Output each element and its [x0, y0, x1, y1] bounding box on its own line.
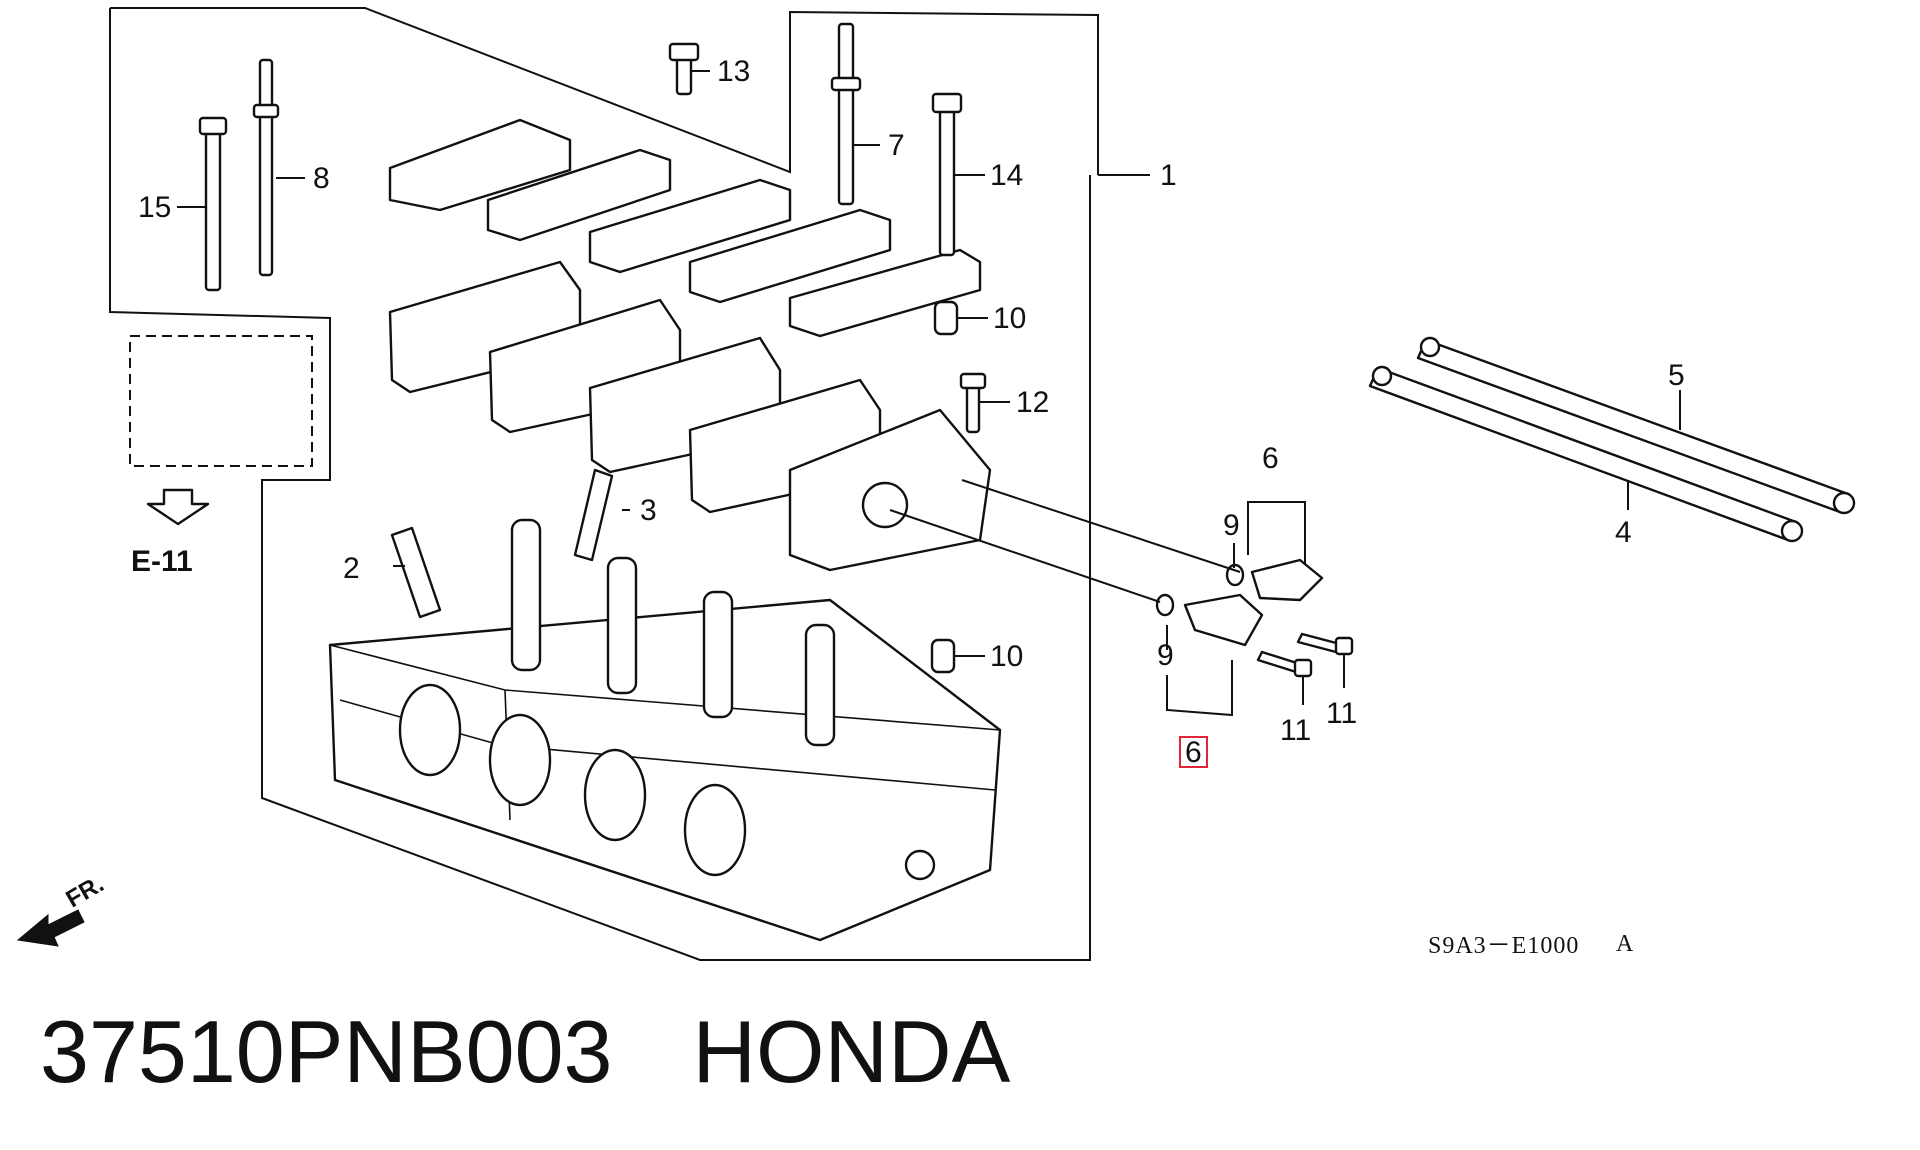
callout-3: 3	[640, 494, 657, 527]
callout-2: 2	[343, 552, 360, 585]
callout-1: 1	[1160, 159, 1177, 192]
bolt-11-left	[1256, 650, 1313, 678]
callout-5: 5	[1668, 359, 1685, 392]
figure-revision: A	[1616, 931, 1634, 957]
callout-9-top: 9	[1223, 509, 1240, 542]
leader-lines	[177, 70, 1681, 705]
rocker-shaft-4	[1368, 365, 1804, 543]
view-reference-arrow	[146, 488, 210, 526]
callout-11-right: 11	[1326, 697, 1357, 730]
assembly-frame	[109, 7, 1150, 961]
dowel-tube-2	[390, 526, 442, 619]
part-number: 37510PNB003	[40, 1002, 613, 1101]
callout-12: 12	[1016, 386, 1049, 419]
stud-7	[830, 22, 862, 206]
callout-7: 7	[888, 129, 905, 162]
front-direction-label: FR.	[62, 870, 109, 913]
dowel-pin-10-bottom	[930, 638, 956, 674]
highlight-box	[1179, 736, 1208, 768]
figure-code: S9A3－E1000	[1428, 933, 1579, 959]
bolt-15	[198, 116, 228, 292]
brand-name: HONDA	[692, 1002, 1011, 1101]
cylinder-head	[328, 518, 1002, 942]
stud-8	[252, 58, 280, 277]
front-direction-arrow	[16, 909, 85, 947]
callout-13: 13	[717, 55, 750, 88]
bolt-12	[959, 372, 987, 434]
callout-10-top: 10	[993, 302, 1026, 335]
bolt-14	[931, 92, 963, 257]
callout-14: 14	[990, 159, 1023, 192]
dowel-pin-10-top	[933, 300, 959, 336]
sensor-assembly-6-lower	[1155, 593, 1264, 647]
camshaft-holder-set	[388, 118, 992, 572]
callout-6-top: 6	[1262, 442, 1279, 475]
bolt-13	[668, 42, 700, 96]
callout-6-highlight: 6	[1185, 736, 1202, 769]
sensor-assembly-6-upper	[1225, 558, 1324, 602]
callout-11-left: 11	[1280, 714, 1311, 747]
callout-4: 4	[1615, 516, 1632, 549]
view-reference-label: E-11	[131, 545, 193, 578]
dowel-tube-3	[573, 468, 614, 562]
callout-10-bottom: 10	[990, 640, 1023, 673]
callout-15: 15	[138, 191, 171, 224]
rocker-shaft-5	[1416, 336, 1856, 515]
callout-9-bottom: 9	[1157, 639, 1174, 672]
bolt-11-right	[1296, 632, 1354, 656]
callout-8: 8	[313, 162, 330, 195]
